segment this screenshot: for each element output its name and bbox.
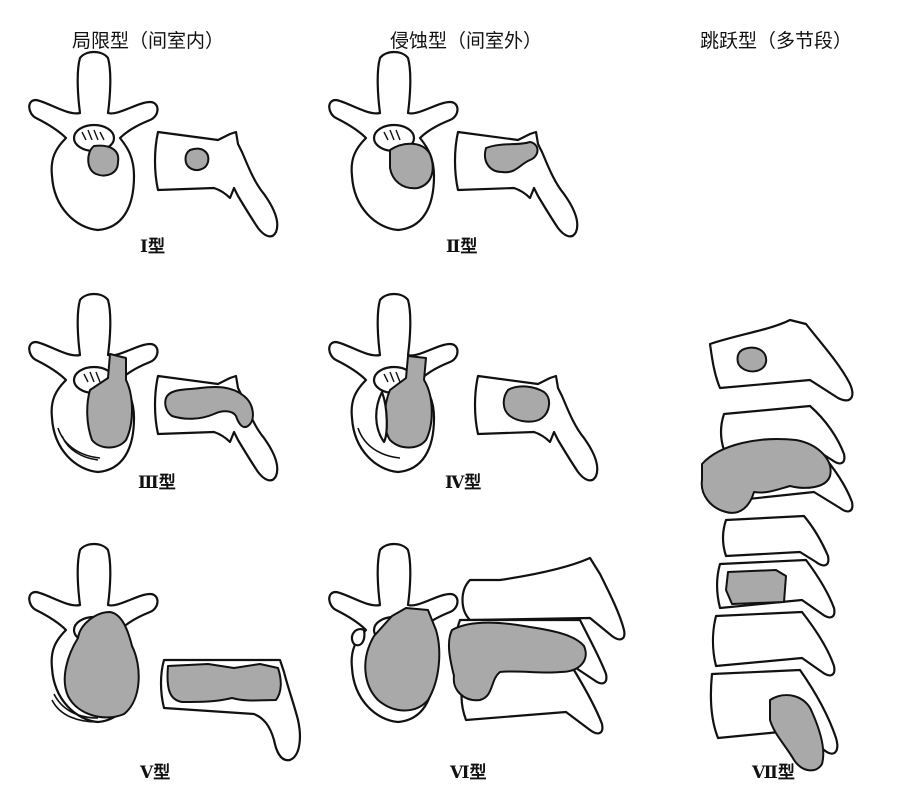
type3-lateral-vertebra xyxy=(153,374,279,482)
type4-lateral-tumor xyxy=(502,385,550,423)
type1-lateral-tumor xyxy=(184,147,210,171)
type1-lateral-vertebra xyxy=(153,130,279,238)
label-type-4: Ⅳ型 xyxy=(445,473,482,493)
type7-tumor-upper xyxy=(700,438,832,514)
type5-axial-vertebra xyxy=(28,542,159,724)
type3-axial-vertebra xyxy=(28,292,159,474)
type4-lateral-vertebra xyxy=(473,374,599,482)
type1-axial-tumor xyxy=(87,144,120,177)
header-erosive: 侵蚀型（间室外） xyxy=(390,30,543,52)
spinal-cord-hatch xyxy=(383,129,401,141)
type2-axial-tumor xyxy=(389,142,434,190)
type6-axial-tumor xyxy=(364,607,441,712)
type4-extension-arc xyxy=(357,427,401,459)
label-type-1: Ⅰ型 xyxy=(140,237,165,257)
type7-vertebral-column xyxy=(700,318,854,772)
type2-lateral-tumor xyxy=(484,141,539,174)
label-type-6: Ⅵ型 xyxy=(450,763,487,783)
type4-axial-vertebra xyxy=(328,292,459,474)
label-type-7: Ⅶ型 xyxy=(752,763,795,783)
type5-lateral-tumor xyxy=(166,663,282,703)
segment-2 xyxy=(719,404,846,465)
type3-extension-arc xyxy=(57,427,101,461)
spinal-cord-hatch xyxy=(383,371,401,383)
type2-lateral-vertebra xyxy=(453,130,579,238)
type7-tumor-lower xyxy=(769,694,825,772)
label-type-3: Ⅲ型 xyxy=(138,473,176,493)
label-type-2: Ⅱ型 xyxy=(446,237,478,257)
spinal-cord-hatch xyxy=(81,129,105,141)
type2-axial-vertebra xyxy=(328,50,459,232)
type6-lateral-vertebrae xyxy=(447,556,626,735)
spinal-cord-hatch xyxy=(83,371,101,383)
segment-1 xyxy=(708,318,854,402)
type6-axial-vertebra xyxy=(328,542,459,724)
type5-extension-arc xyxy=(51,693,99,723)
type7-tumor-middle xyxy=(725,569,787,605)
segment-4 xyxy=(721,514,830,567)
type3-lateral-tumor xyxy=(164,386,254,428)
segment-6 xyxy=(711,610,836,677)
type5-axial-tumor xyxy=(63,611,140,719)
type6-lateral-tumor xyxy=(447,621,587,702)
label-type-5: Ⅴ型 xyxy=(140,763,171,783)
header-localized: 局限型（间室内） xyxy=(72,30,225,52)
type5-lateral-vertebra xyxy=(159,658,301,762)
type1-axial-vertebra xyxy=(28,50,159,232)
header-skip: 跳跃型（多节段） xyxy=(700,30,853,52)
type3-axial-tumor xyxy=(86,353,133,449)
